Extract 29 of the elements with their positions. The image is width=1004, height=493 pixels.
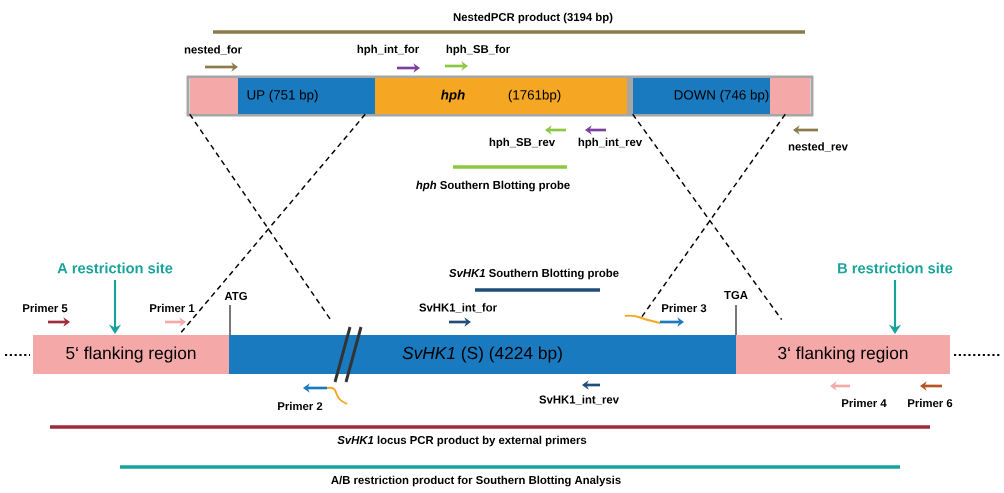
primer-label: hph_int_rev [578, 137, 643, 149]
primer-label: nested_for [184, 45, 242, 55]
gene-segment: DOWN (746 bp) [633, 78, 810, 114]
gene-segment: 5‘ flanking region [33, 335, 229, 374]
gene-segment: 3‘ flanking region [736, 335, 950, 374]
gene-segment: SvHK1 (S) (4224 bp) [229, 335, 736, 374]
primer-label: Primer 1 [150, 303, 195, 313]
primer-label: Primer 3 [662, 303, 707, 313]
primer-label: Primer 2 [278, 401, 323, 411]
crossover-line [189, 113, 332, 321]
gene-segment: UP (751 bp) [190, 78, 375, 114]
site-label: A restriction site [57, 262, 173, 274]
site-label: B restriction site [838, 262, 953, 274]
crossover-line [178, 113, 366, 336]
probe-label: SvHK1 Southern Blotting probe [449, 268, 619, 280]
primer-label: nested_rev [788, 142, 848, 152]
product-label: SvHK1 locus PCR product by external primers [337, 435, 587, 447]
primer-label: SvHK1_int_for [419, 303, 497, 313]
product-label: A/B restriction product for Southern Blotting Analysis [331, 475, 621, 487]
gene-segment: hph (1761bp) [375, 78, 627, 114]
primer-label: hph_SB_rev [489, 137, 555, 149]
primer-label: Primer 4 [842, 398, 887, 408]
primer-label: SvHK1_int_rev [539, 395, 619, 405]
probe-label: hph Southern Blotting probe [416, 180, 570, 192]
primer-label: Primer 6 [908, 398, 953, 408]
product-label: NestedPCR product (3194 bp) [453, 12, 613, 24]
primer-label: Primer 5 [23, 303, 68, 313]
primer-label: hph_int_for [357, 44, 419, 56]
primer-label: hph_SB_for [446, 44, 510, 56]
